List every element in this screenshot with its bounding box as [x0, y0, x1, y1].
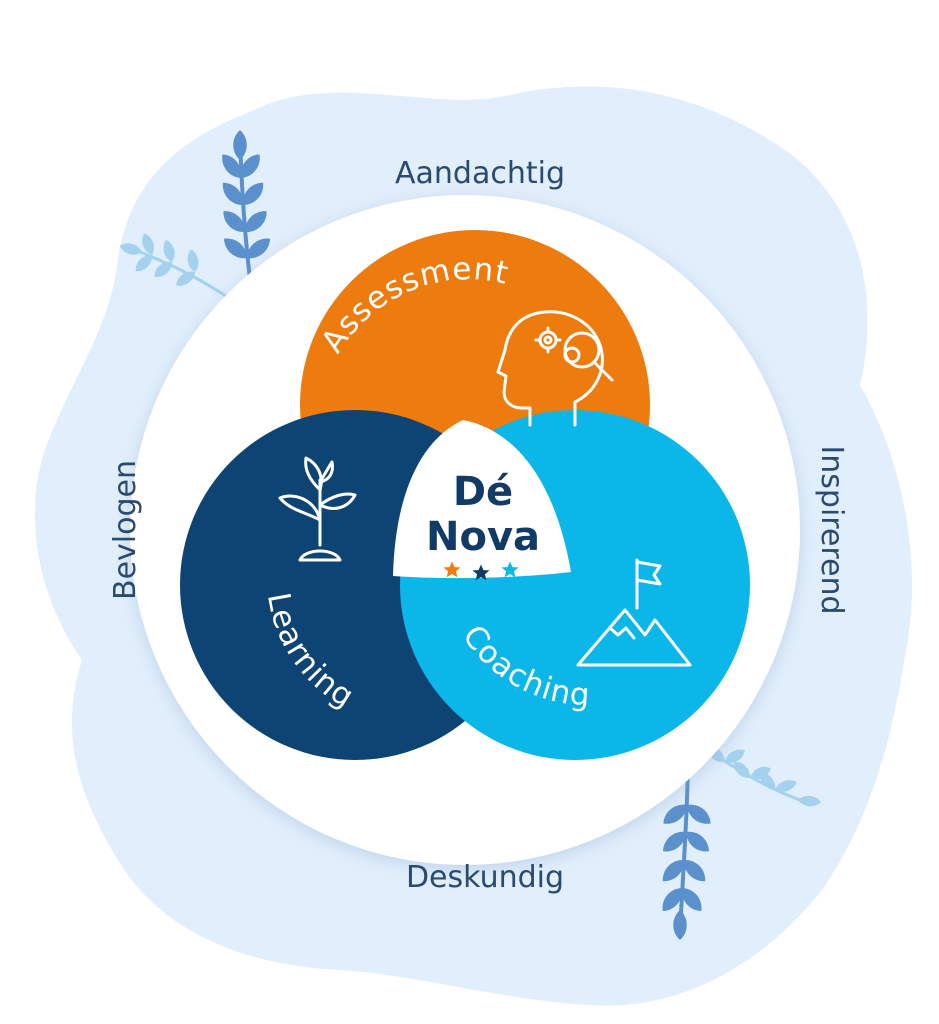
mountain-flag-icon	[576, 558, 692, 667]
plant-icon	[278, 456, 357, 562]
center-emblem-shape	[393, 420, 571, 579]
star-icon	[501, 561, 519, 578]
brand-name-line1: Dé	[453, 469, 513, 515]
brand-name-line2: Nova	[426, 514, 540, 560]
ring-word-bottom: Deskundig	[406, 860, 564, 895]
ring-word-left: Bevlogen	[108, 460, 143, 600]
ring-word-top: Aandachtig	[395, 156, 565, 191]
head-gears-magnifier-icon	[496, 310, 614, 427]
star-icon	[443, 561, 461, 578]
star-icon	[472, 564, 490, 581]
ring-word-right: Inspirerend	[814, 445, 849, 614]
star-row	[443, 561, 519, 581]
